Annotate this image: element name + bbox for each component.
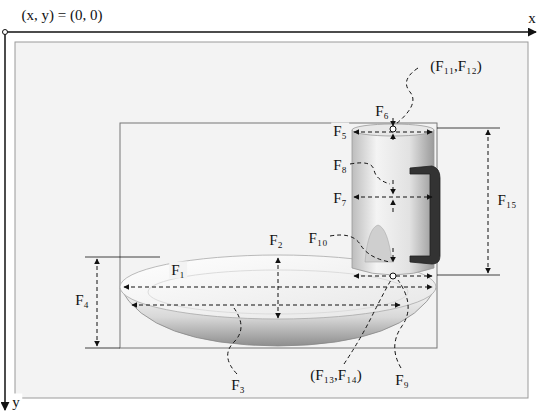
axis-label: y	[10, 394, 22, 411]
callout-number: F₈	[331, 157, 349, 174]
callout-number: F₄	[73, 292, 91, 309]
callout-number: F₁₅	[496, 192, 519, 209]
callout-number: F₅	[331, 123, 349, 140]
callout-number: F₁₀	[307, 230, 330, 247]
callout-number: F₇	[331, 190, 349, 207]
callout-number: F₉	[393, 372, 411, 389]
callout-number: (F₁₁,F₁₂)	[428, 58, 483, 75]
origin-label: (x, y) = (0, 0)	[20, 7, 105, 24]
callout-number: F₂	[267, 232, 285, 249]
axis-label: x	[526, 10, 538, 27]
callout-number: F₃	[229, 377, 247, 394]
callout-number: F₆	[373, 103, 391, 120]
callout-number: (F₁₃,F₁₄)	[308, 367, 363, 384]
callout-number: F₁	[169, 262, 187, 279]
